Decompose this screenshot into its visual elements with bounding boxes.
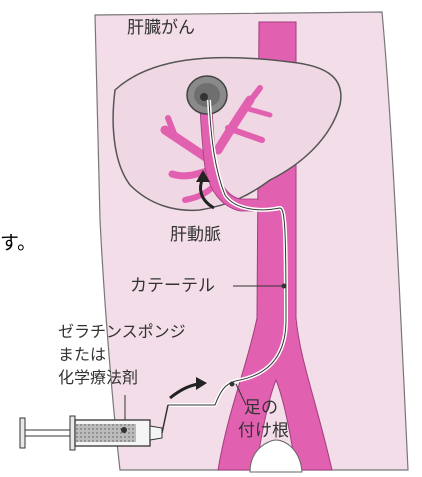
- tumor: [187, 76, 227, 114]
- label-sponge-line3: 化学療法剤: [58, 368, 138, 387]
- label-fragment: す。: [0, 233, 36, 253]
- groin-marker: [230, 382, 235, 387]
- label-liver-cancer: 肝臓がん: [127, 18, 195, 38]
- label-groin-line1: 足の: [244, 398, 278, 418]
- label-hepatic-artery: 肝動脈: [170, 225, 221, 245]
- label-sponge-line1: ゼラチンスポンジ: [58, 322, 186, 341]
- label-groin-line2: 付け根: [238, 421, 289, 441]
- label-sponge-line2: または: [58, 345, 106, 364]
- label-catheter: カテーテル: [130, 276, 215, 296]
